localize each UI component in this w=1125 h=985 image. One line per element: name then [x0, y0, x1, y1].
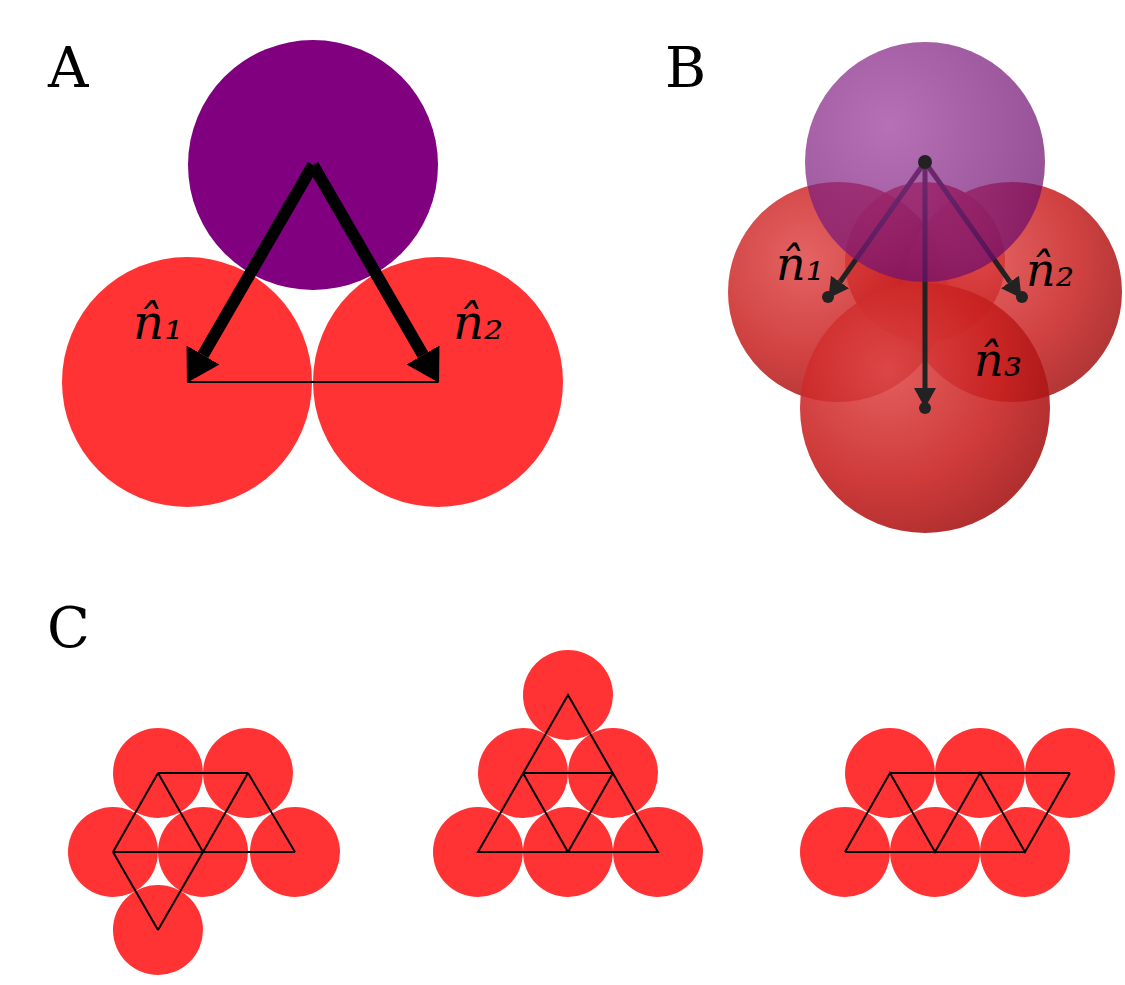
panel-letter: B [665, 40, 706, 96]
normal-arrow [203, 165, 313, 355]
panel-c-figure [68, 650, 1115, 975]
cluster-right [800, 728, 1115, 897]
lattice-lines [845, 773, 1070, 852]
vector-label: n̂₁ [133, 298, 183, 346]
center-dot [919, 402, 931, 414]
panel-a-figure [62, 40, 563, 507]
cluster-left [68, 728, 340, 975]
normal-arrow [313, 165, 423, 355]
lattice-lines [478, 695, 658, 852]
panel-b-figure [728, 42, 1122, 533]
bond-line [187, 381, 438, 383]
cluster-middle [433, 650, 703, 897]
vector-label: n̂₁ [776, 241, 824, 287]
vector-label: n̂₂ [1026, 247, 1074, 293]
panel-letter: C [47, 600, 90, 656]
panel-letter: A [48, 40, 88, 96]
center-dot [822, 291, 834, 303]
lattice-lines [113, 773, 295, 930]
vector-label: n̂₂ [453, 298, 503, 346]
purple-sphere [805, 42, 1045, 282]
center-dot [918, 155, 932, 169]
vector-label: n̂₃ [974, 337, 1022, 383]
